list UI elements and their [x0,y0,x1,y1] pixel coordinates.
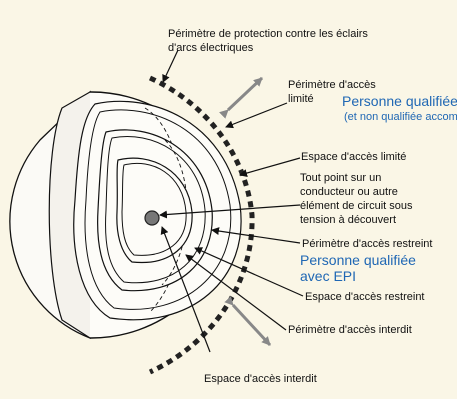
restricted-space-label: Espace d'accès restreint [305,291,425,303]
limited-perimeter-label-line1: Périmètre d'accès [288,79,376,91]
arc-flash-label-line2: d'arcs électriques [168,42,254,54]
conductor-label-line1: Tout point sur un [300,172,381,184]
qualified-person-label: Personne qualifiée [342,93,457,109]
limited-space-label: Espace d'accès limité [301,151,406,163]
prohibited-perimeter-label: Périmètre d'accès interdit [288,324,412,336]
prohibited-approach-shell [116,157,193,264]
conductor-label-line4: tension à découvert [300,214,396,226]
prohibited-space-label: Espace d'accès interdit [204,373,317,385]
qualified-ppe-label-line2: avec EPI [300,268,356,284]
qualified-person-note: (et non qualifiée accompagnée) [344,111,457,123]
gray-arrows [219,76,272,347]
leader-lines [159,49,304,353]
restricted-perimeter-label: Périmètre d'accès restreint [302,238,432,250]
live-conductor-point [144,210,160,226]
conductor-label-line2: conducteur ou autre [300,186,398,198]
qualified-ppe-label-line1: Personne qualifiée [300,252,416,268]
arc-flash-boundary [148,75,255,375]
conductor-label-line3: élément de circuit sous [300,200,413,212]
limited-perimeter-label-line2: limité [288,93,314,105]
arc-flash-label-line1: Périmètre de protection contre les éclai… [168,28,368,40]
